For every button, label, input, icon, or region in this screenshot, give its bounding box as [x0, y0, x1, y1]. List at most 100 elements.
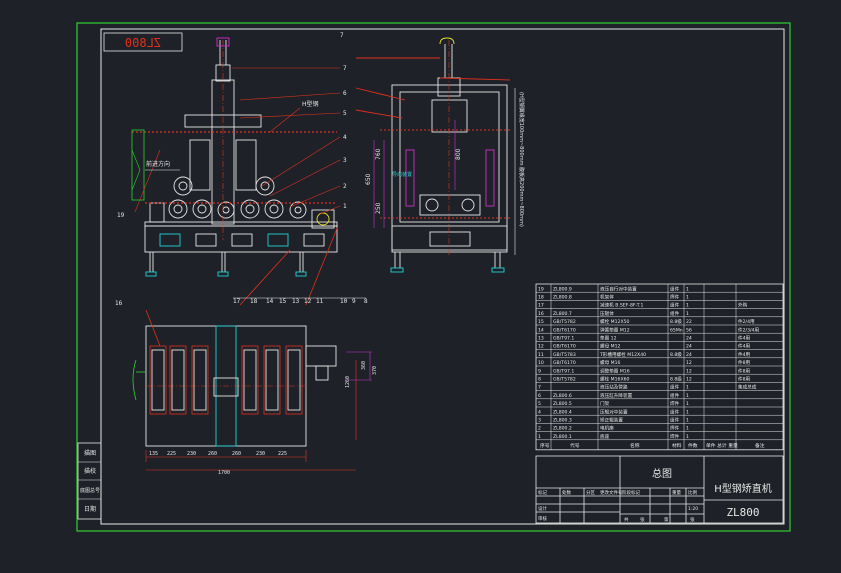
parts-cell: 1	[686, 303, 689, 309]
parts-cell: 24	[686, 352, 692, 358]
inner-frame	[100, 28, 785, 525]
parts-cell: 组件	[670, 392, 680, 399]
plan-dim-4: 260	[232, 451, 241, 457]
parts-cell: ZL800.5	[553, 401, 572, 407]
plan-view	[145, 325, 337, 447]
plan-callout-14: 14	[266, 298, 274, 305]
parts-cell: 减速机 B.SEF-8F-T.1	[600, 302, 643, 309]
svg-text:7: 7	[340, 32, 344, 39]
parts-cell: 1	[686, 401, 689, 407]
h-beam-section	[131, 129, 337, 204]
parts-cell: 件4用	[738, 351, 751, 358]
parts-cell: GB/T5783	[553, 352, 576, 358]
drawing-name: 总图	[652, 467, 672, 480]
plan-dim-2: 230	[187, 451, 196, 457]
stamp-label-3: 日期	[84, 505, 96, 513]
parts-cell: ZL800.6	[553, 393, 572, 399]
plan-dim-5: 230	[256, 451, 265, 457]
parts-cell: 8.8级	[670, 318, 682, 325]
parts-cell: 11	[538, 352, 544, 358]
parts-cell: 12	[538, 344, 544, 350]
parts-cell: 件8用	[738, 376, 751, 383]
svg-text:张: 张	[690, 516, 695, 523]
parts-cell: 矫正辊装置	[600, 417, 623, 424]
parts-cell: ZL800.9	[553, 286, 572, 292]
svg-text:阶段标记: 阶段标记	[622, 489, 640, 496]
parts-cell: 弹簧垫圈 M12	[600, 326, 630, 333]
plan-dim-right: 1260	[345, 376, 351, 388]
svg-text:更改文件号: 更改文件号	[600, 489, 623, 496]
parts-cell: ZL800.4	[553, 409, 572, 415]
svg-text:分区: 分区	[586, 489, 595, 496]
front-view	[144, 37, 338, 277]
callout-19: 19	[117, 212, 125, 219]
plan-dim-6: 225	[278, 451, 287, 457]
callout-7: 7	[343, 65, 347, 72]
side-view	[390, 37, 508, 273]
plan-callout-10: 10	[340, 298, 348, 305]
plan-view-dims	[145, 360, 357, 471]
parts-cell: GB/T6170	[553, 360, 576, 366]
callout-6: 6	[343, 90, 347, 97]
drawing-code: ZL800	[726, 506, 759, 519]
vertical-note: (H型钢翼缘宽100mm~800mm 腹板高200mm~800mm)	[518, 92, 525, 227]
plan-callout-16: 16	[115, 300, 123, 307]
parts-cell: 电机座	[600, 425, 614, 432]
parts-cell: 压辊体	[600, 310, 614, 317]
plan-callout-12: 12	[304, 298, 312, 305]
parts-cell: 14	[538, 327, 544, 333]
parts-cell: 组件	[670, 417, 680, 424]
parts-cell: 1	[686, 426, 689, 432]
stamp-label-0: 描图	[84, 449, 96, 457]
parts-cell: 1	[686, 434, 689, 440]
parts-cell: 12	[686, 377, 692, 383]
front-callout-numbers: 7 6 5 4 3 2 1 19	[117, 65, 347, 219]
plan-callout-8: 8	[364, 298, 368, 305]
plan-dim-0: 135	[149, 451, 158, 457]
plan-dim-3: 260	[208, 451, 217, 457]
parts-cell: 19	[538, 286, 544, 292]
parts-cell: 1	[686, 418, 689, 424]
callout-2: 2	[343, 183, 347, 190]
svg-text:设计: 设计	[538, 505, 547, 512]
side-view-callouts: 7	[340, 32, 344, 39]
parts-cell: 件2/4用	[738, 318, 755, 325]
parts-cell: GB/T97.1	[553, 368, 574, 374]
parts-header-cell: 序号	[540, 442, 550, 449]
parts-cell: 16	[538, 311, 544, 317]
parts-cell: 8.8级	[670, 351, 682, 358]
parts-header-cell: 单件 总计 重量	[706, 442, 738, 449]
parts-cell: 垫圈 12	[600, 335, 617, 342]
parts-cell: 件8用	[738, 359, 751, 366]
plan-callout-17: 17	[233, 298, 241, 305]
parts-cell: 组件	[670, 285, 680, 292]
parts-cell: 螺栓 M16X60	[600, 376, 630, 383]
parts-cell: 1	[686, 295, 689, 301]
guide-label: 导向装置	[392, 171, 412, 178]
parts-cell: 组件	[670, 408, 680, 415]
parts-cell: GB/T6170	[553, 344, 576, 350]
plan-callout-15: 15	[279, 298, 287, 305]
parts-cell: 13	[538, 336, 544, 342]
svg-text:张: 张	[640, 516, 645, 523]
parts-cell: 6	[538, 393, 541, 399]
stamp-label-1: 描校	[84, 467, 96, 475]
parts-cell: 机架体	[600, 294, 614, 301]
parts-cell: 组件	[670, 310, 680, 317]
parts-cell: 4	[538, 409, 541, 415]
parts-header-cell: 名称	[630, 442, 640, 449]
parts-cell: GB/T97.1	[553, 336, 574, 342]
parts-cell: 门架	[600, 400, 610, 407]
parts-cell: 1	[686, 393, 689, 399]
parts-cell: GB/T6170	[553, 327, 576, 333]
plan-view-red	[145, 225, 339, 415]
parts-cell: 18	[538, 295, 544, 301]
note-direction: 前进方向	[146, 160, 170, 168]
parts-header-cell: 件数	[688, 442, 698, 449]
parts-cell: 1	[686, 409, 689, 415]
dim-800: 800	[455, 148, 462, 160]
side-view-red	[355, 57, 511, 219]
parts-cell: 焊件	[670, 425, 680, 432]
parts-cell: 集成总成	[738, 384, 757, 391]
